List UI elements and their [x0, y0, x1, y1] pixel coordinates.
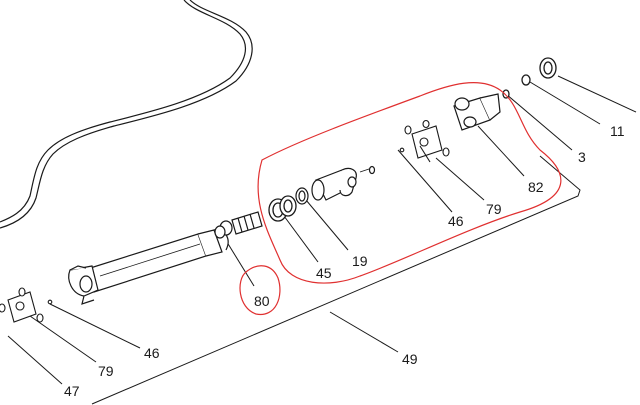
flange-yoke	[453, 93, 501, 131]
callout-3: 3	[578, 149, 586, 165]
slip-yoke	[311, 165, 376, 201]
leader-19	[305, 199, 349, 251]
leader-11b	[529, 81, 601, 125]
callout-79-upper: 79	[486, 201, 502, 217]
shaft-yoke-left	[68, 265, 99, 305]
leader-3	[505, 93, 573, 151]
callout-79-lower: 79	[98, 363, 114, 379]
callout-labels: 11 3 82 79 46 19 45 80 46 79 47 49	[64, 123, 625, 399]
callout-46-lower: 46	[144, 345, 160, 361]
universal-joint-lower	[0, 287, 53, 323]
leader-49	[329, 311, 399, 353]
leader-79-lower	[29, 315, 97, 363]
callout-45: 45	[316, 265, 332, 281]
leader-82	[477, 125, 525, 177]
seal-rings	[268, 195, 297, 222]
leader-47	[7, 335, 63, 385]
leader-79-upper	[435, 157, 485, 201]
leader-lines	[7, 75, 637, 405]
drive-shaft	[83, 229, 229, 293]
frame-tube	[0, 0, 253, 229]
spline-stub	[214, 211, 263, 239]
universal-joint-upper	[399, 119, 450, 163]
callout-11: 11	[610, 123, 625, 139]
callout-19: 19	[352, 253, 368, 269]
callout-80: 80	[254, 293, 270, 309]
leader-45	[283, 215, 319, 263]
washer-nut	[502, 57, 557, 99]
red-annotations	[239, 82, 562, 315]
leader-46-upper	[397, 149, 453, 213]
callout-49: 49	[402, 351, 418, 367]
callout-47: 47	[64, 383, 80, 399]
callout-46-upper: 46	[448, 213, 464, 229]
red-circle-80	[239, 265, 281, 315]
ring-19	[295, 187, 309, 205]
leader-46-lower	[49, 303, 141, 349]
leader-11	[557, 75, 637, 113]
callout-82: 82	[528, 179, 544, 195]
red-outline-main	[257, 82, 562, 284]
